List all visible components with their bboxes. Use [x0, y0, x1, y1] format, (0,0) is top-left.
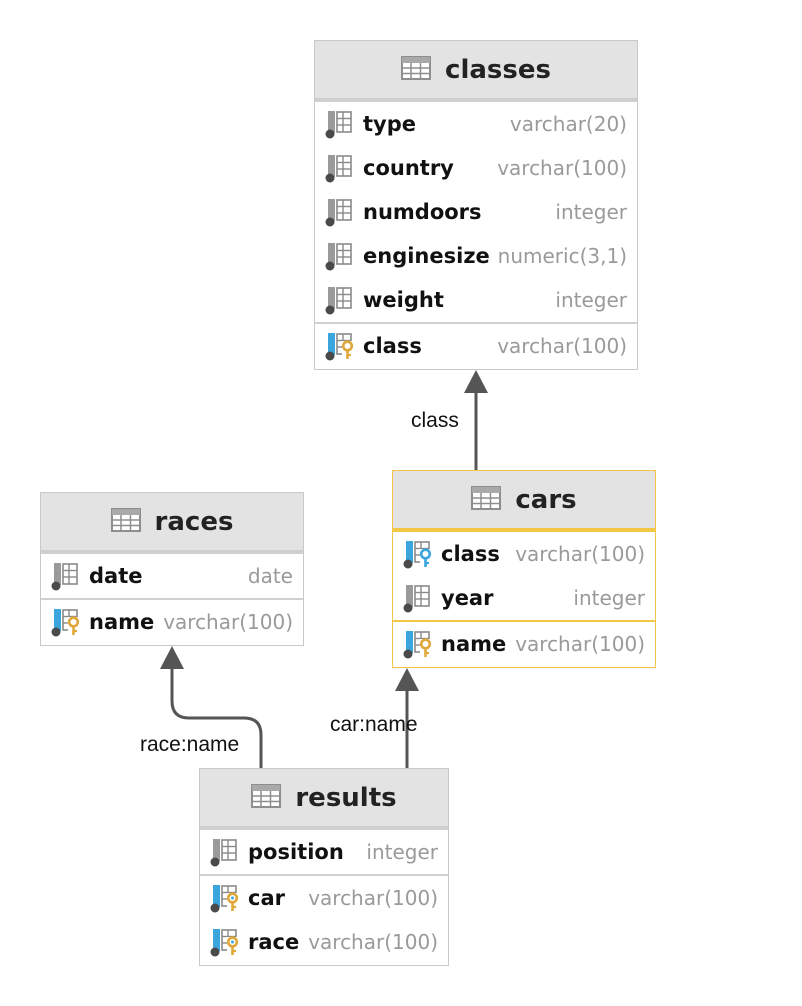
column-icon — [325, 197, 355, 227]
column-type: varchar(100) — [308, 886, 438, 910]
table-name: races — [154, 506, 234, 537]
column-name: class — [363, 334, 422, 358]
foreign-key-icon — [403, 539, 433, 569]
column-icon — [325, 109, 355, 139]
primary-key-icon — [325, 331, 355, 361]
table-icon — [251, 783, 282, 812]
column-name: car — [248, 886, 285, 910]
column-name: class — [441, 542, 500, 566]
column-name: type — [363, 112, 417, 136]
column-name: weight — [363, 288, 444, 312]
column-type: varchar(20) — [509, 112, 627, 136]
column-name: race — [248, 930, 300, 954]
columns-section: date date — [41, 552, 303, 598]
column-row-car[interactable]: car varchar(100) — [200, 876, 448, 920]
arrow-head-races — [160, 646, 184, 669]
column-name: numdoors — [363, 200, 482, 224]
column-name: date — [89, 564, 143, 588]
column-type: varchar(100) — [497, 334, 627, 358]
table-name: cars — [515, 484, 577, 515]
column-row-enginesize[interactable]: enginesize numeric(3,1) — [315, 234, 637, 278]
column-name: name — [89, 610, 155, 634]
table-races[interactable]: races date date name varchar(100) — [40, 492, 304, 646]
column-icon — [325, 241, 355, 271]
relation-label-car-name: car:name — [330, 713, 418, 736]
columns-section: class varchar(100) year integer — [393, 530, 655, 620]
relation-label-race-name: race:name — [140, 733, 240, 756]
column-row-class[interactable]: class varchar(100) — [315, 324, 637, 368]
table-icon — [401, 55, 432, 84]
column-name: name — [441, 632, 507, 656]
column-icon — [51, 561, 81, 591]
column-type: varchar(100) — [515, 632, 645, 656]
relation-line-results-races — [170, 668, 263, 768]
column-type: numeric(3,1) — [497, 244, 627, 268]
column-row-position[interactable]: position integer — [200, 830, 448, 874]
column-row-name[interactable]: name varchar(100) — [41, 600, 303, 644]
table-header-classes[interactable]: classes — [315, 41, 637, 100]
column-name: position — [248, 840, 344, 864]
columns-section: type varchar(20) country varchar(100) numdoo… — [315, 100, 637, 322]
table-classes[interactable]: classes type varchar(20) country varchar(100… — [314, 40, 638, 370]
column-row-class[interactable]: class varchar(100) — [393, 532, 655, 576]
keys-section: name varchar(100) — [393, 620, 655, 666]
table-icon — [471, 485, 502, 514]
primary-key-icon — [403, 629, 433, 659]
table-name: results — [295, 782, 397, 813]
column-row-race[interactable]: race varchar(100) — [200, 920, 448, 964]
column-row-name[interactable]: name varchar(100) — [393, 622, 655, 666]
column-row-type[interactable]: type varchar(20) — [315, 102, 637, 146]
column-type: varchar(100) — [515, 542, 645, 566]
relation-label-class: class — [411, 409, 459, 432]
table-cars[interactable]: cars class varchar(100) year integer name varc… — [392, 470, 656, 668]
column-icon — [325, 153, 355, 183]
table-header-races[interactable]: races — [41, 493, 303, 552]
keys-section: class varchar(100) — [315, 322, 637, 368]
column-type: varchar(100) — [163, 610, 293, 634]
column-type: date — [247, 564, 293, 588]
column-icon — [325, 285, 355, 315]
column-icon — [403, 583, 433, 613]
column-name: country — [363, 156, 454, 180]
arrow-head-classes — [464, 370, 488, 393]
primary-key-icon — [51, 607, 81, 637]
keys-section: car varchar(100) race varchar(100) — [200, 874, 448, 964]
keys-section: name varchar(100) — [41, 598, 303, 644]
column-type: varchar(100) — [308, 930, 438, 954]
primary-key-icon — [210, 927, 240, 957]
column-type: integer — [555, 200, 627, 224]
column-row-country[interactable]: country varchar(100) — [315, 146, 637, 190]
column-row-date[interactable]: date date — [41, 554, 303, 598]
column-row-year[interactable]: year integer — [393, 576, 655, 620]
primary-key-icon — [210, 883, 240, 913]
column-type: integer — [366, 840, 438, 864]
column-type: integer — [555, 288, 627, 312]
column-type: integer — [573, 586, 645, 610]
column-type: varchar(100) — [497, 156, 627, 180]
column-name: enginesize — [363, 244, 490, 268]
columns-section: position integer — [200, 828, 448, 874]
table-header-cars[interactable]: cars — [393, 471, 655, 530]
table-header-results[interactable]: results — [200, 769, 448, 828]
column-row-weight[interactable]: weight integer — [315, 278, 637, 322]
table-icon — [110, 507, 141, 536]
column-row-numdoors[interactable]: numdoors integer — [315, 190, 637, 234]
table-name: classes — [445, 54, 551, 85]
column-name: year — [441, 586, 494, 610]
arrow-head-cars — [395, 668, 419, 691]
column-icon — [210, 837, 240, 867]
